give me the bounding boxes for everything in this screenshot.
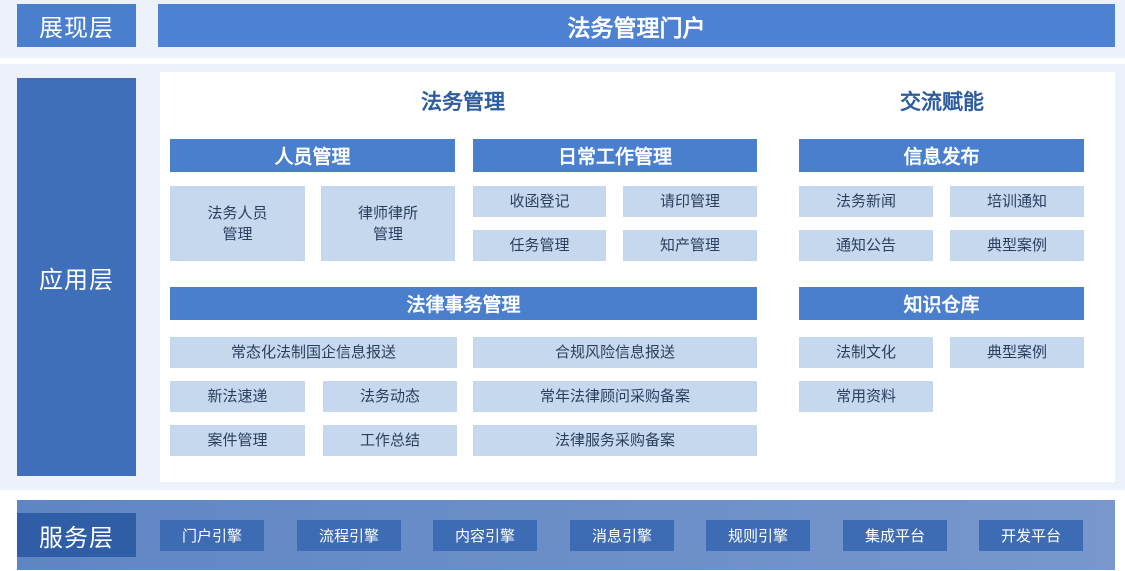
info-release-header[interactable]: 信息发布 <box>799 139 1084 172</box>
cell-typical-cases-1[interactable]: 典型案例 <box>950 230 1084 261</box>
application-content-panel <box>160 72 1115 482</box>
cell-ip-management[interactable]: 知产管理 <box>623 230 757 261</box>
service-dev-platform[interactable]: 开发平台 <box>979 520 1083 551</box>
cell-legal-staff[interactable]: 法务人员 管理 <box>170 186 305 261</box>
knowledge-base-header[interactable]: 知识仓库 <box>799 287 1084 320</box>
personnel-header[interactable]: 人员管理 <box>170 139 455 172</box>
cell-task-management[interactable]: 任务管理 <box>473 230 606 261</box>
cell-legal-news-dynamic[interactable]: 法务动态 <box>323 381 457 412</box>
cell-legal-news[interactable]: 法务新闻 <box>799 186 933 217</box>
cell-work-summary[interactable]: 工作总结 <box>323 425 457 456</box>
cell-common-materials[interactable]: 常用资料 <box>799 381 933 412</box>
service-portal-engine[interactable]: 门户引擎 <box>160 520 264 551</box>
service-message-engine[interactable]: 消息引擎 <box>570 520 674 551</box>
cell-seal-management[interactable]: 请印管理 <box>623 186 757 217</box>
cell-counsel-procurement[interactable]: 常年法律顾问采购备案 <box>473 381 757 412</box>
daily-work-header[interactable]: 日常工作管理 <box>473 139 757 172</box>
cell-lawyers-firms[interactable]: 律师律所 管理 <box>321 186 455 261</box>
legal-affairs-header[interactable]: 法律事务管理 <box>170 287 757 320</box>
portal-title-bar[interactable]: 法务管理门户 <box>158 4 1115 47</box>
application-layer-label: 应用层 <box>17 78 136 476</box>
cell-legal-culture[interactable]: 法制文化 <box>799 337 933 368</box>
cell-legal-service-procurement[interactable]: 法律服务采购备案 <box>473 425 757 456</box>
cell-typical-cases-2[interactable]: 典型案例 <box>950 337 1084 368</box>
exchange-title: 交流赋能 <box>900 90 984 114</box>
cell-training-notice[interactable]: 培训通知 <box>950 186 1084 217</box>
cell-new-law-express[interactable]: 新法速递 <box>170 381 305 412</box>
presentation-layer-label: 展现层 <box>17 4 136 47</box>
cell-compliance-risk-report[interactable]: 合规风险信息报送 <box>473 337 757 368</box>
cell-announcement[interactable]: 通知公告 <box>799 230 933 261</box>
cell-case-management[interactable]: 案件管理 <box>170 425 305 456</box>
cell-soe-info-report[interactable]: 常态化法制国企信息报送 <box>170 337 457 368</box>
cell-letter-registration[interactable]: 收函登记 <box>473 186 606 217</box>
service-workflow-engine[interactable]: 流程引擎 <box>297 520 401 551</box>
legal-management-title: 法务管理 <box>421 90 505 114</box>
service-content-engine[interactable]: 内容引擎 <box>433 520 537 551</box>
service-layer-label: 服务层 <box>17 513 136 557</box>
service-integration-platform[interactable]: 集成平台 <box>843 520 947 551</box>
service-rules-engine[interactable]: 规则引擎 <box>706 520 810 551</box>
